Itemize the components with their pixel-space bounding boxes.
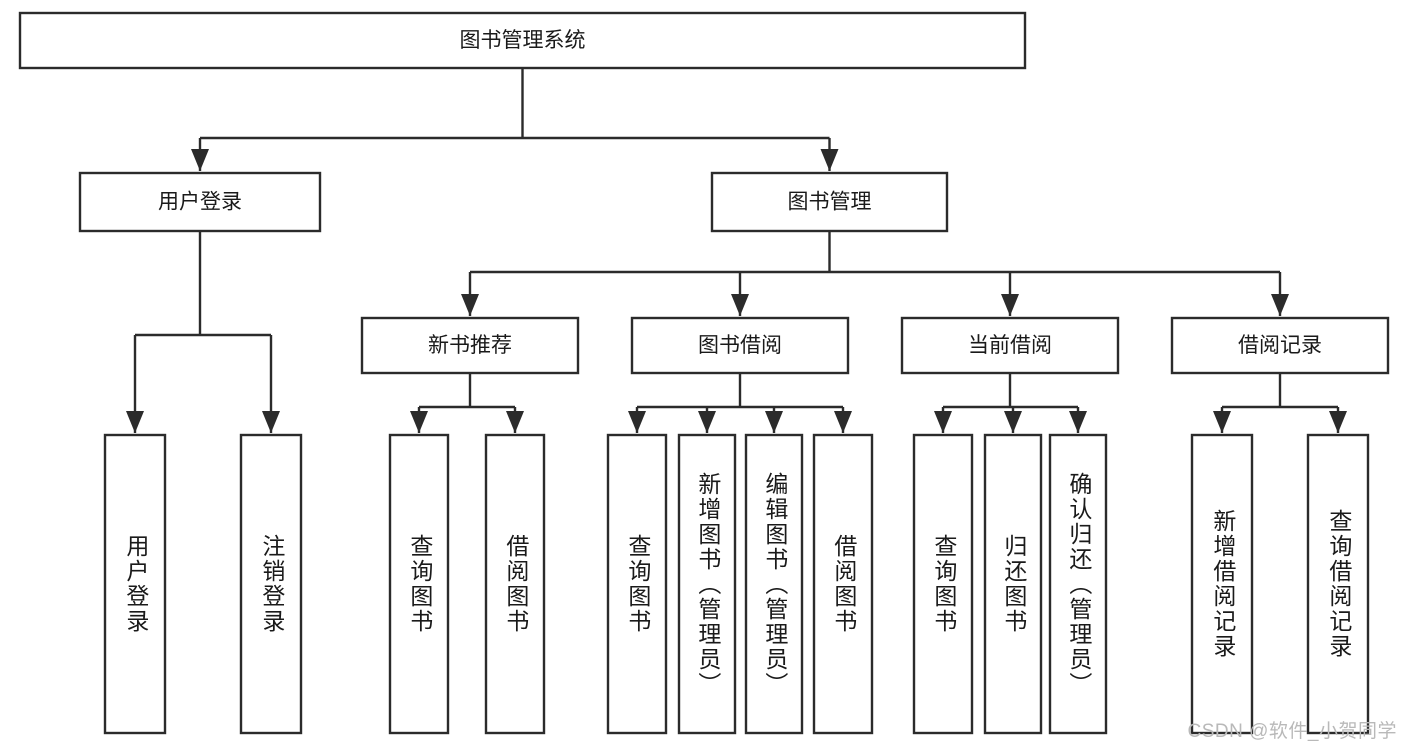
node-box-leaf-add-record[interactable]: [1190, 433, 1254, 735]
arrow-head-icon: [126, 411, 144, 433]
node-box-leaf-edit-book[interactable]: [744, 433, 804, 735]
node-box-book-manage[interactable]: [710, 171, 949, 233]
arrow-head-icon: [1213, 411, 1231, 433]
boxes-layer: [18, 11, 1390, 735]
node-box-current-borrow[interactable]: [900, 316, 1120, 375]
node-box-leaf-borrow-book-2[interactable]: [812, 433, 874, 735]
node-label-new-book-rec: 新书推荐: [428, 334, 512, 357]
node-box-leaf-query-book-1[interactable]: [388, 433, 450, 735]
arrow-head-icon: [934, 411, 952, 433]
arrow-head-icon: [506, 411, 524, 433]
arrow-head-icon: [628, 411, 646, 433]
arrow-head-icon: [820, 149, 839, 171]
arrow-head-icon: [1001, 294, 1019, 316]
node-label-root: 图书管理系统: [460, 29, 586, 52]
arrow-head-icon: [765, 411, 783, 433]
node-label-book-manage: 图书管理: [788, 191, 872, 214]
node-box-leaf-add-book[interactable]: [677, 433, 737, 735]
arrow-head-icon: [262, 411, 280, 433]
node-box-leaf-confirm-return[interactable]: [1048, 433, 1108, 735]
arrow-head-icon: [461, 294, 479, 316]
connectors-layer: [126, 68, 1347, 433]
arrow-head-icon: [1004, 411, 1022, 433]
node-box-leaf-query-book-3[interactable]: [912, 433, 974, 735]
arrow-head-icon: [410, 411, 428, 433]
arrow-head-icon: [834, 411, 852, 433]
node-box-book-borrow[interactable]: [630, 316, 850, 375]
arrow-head-icon: [698, 411, 716, 433]
node-box-user-login[interactable]: [78, 171, 322, 233]
node-box-new-book-rec[interactable]: [360, 316, 580, 375]
node-box-leaf-query-record[interactable]: [1306, 433, 1370, 735]
node-label-user-login: 用户登录: [158, 191, 242, 214]
node-label-book-borrow: 图书借阅: [698, 334, 782, 357]
node-box-leaf-query-book-2[interactable]: [606, 433, 668, 735]
node-box-leaf-return-book[interactable]: [983, 433, 1043, 735]
arrow-head-icon: [191, 149, 209, 171]
arrow-head-icon: [1271, 294, 1289, 316]
node-box-leaf-borrow-book-1[interactable]: [484, 433, 546, 735]
node-box-leaf-logout[interactable]: [239, 433, 303, 735]
node-box-root[interactable]: [18, 11, 1027, 70]
node-box-borrow-record[interactable]: [1170, 316, 1390, 375]
arrow-head-icon: [1069, 411, 1087, 433]
watermark-text: CSDN @软件_小贺同学: [1187, 721, 1397, 742]
node-box-leaf-user-login[interactable]: [103, 433, 167, 735]
arrow-head-icon: [731, 294, 749, 316]
arrow-head-icon: [1329, 411, 1347, 433]
node-label-borrow-record: 借阅记录: [1238, 334, 1322, 357]
node-label-current-borrow: 当前借阅: [968, 334, 1052, 357]
